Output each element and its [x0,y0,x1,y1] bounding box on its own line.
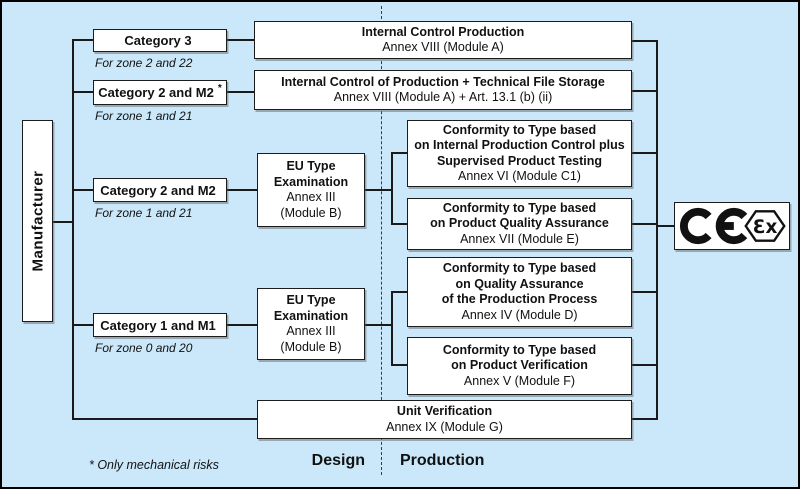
connector-line [227,324,257,326]
connector-line [391,364,407,366]
connector-line [632,364,657,366]
collector-line [656,40,658,420]
manufacturer-box: Manufacturer [22,120,53,322]
branch-line [391,291,393,366]
box-subtitle: Annex IV (Module D) [461,307,578,322]
ce-mark-connector-line [657,225,674,227]
eu-type-examination-box-1: EU Type Examination Annex III (Module B) [257,153,365,227]
zone-note: For zone 1 and 21 [95,109,193,123]
box-subtitle: Annex VII (Module E) [460,231,579,246]
connector-line [73,418,257,420]
ce-ex-marking-box: Ɛx [674,202,790,250]
category-label: Category 2 and M2 [98,85,214,100]
category-2-m2-box: Category 2 and M2 [93,178,227,202]
connector-line [632,223,657,225]
connector-line [391,152,407,154]
box-title: Conformity to Type based on Product Veri… [442,342,597,373]
ce-mark-icon: Ɛx [679,207,786,245]
connector-line [365,324,392,326]
connector-line [365,189,392,191]
branch-line [391,152,393,225]
conformity-module-e-box: Conformity to Type based on Product Qual… [407,198,632,250]
category-label: Category 2 and M2 [100,182,216,198]
connector-line [73,324,93,326]
connector-line [632,291,657,293]
connector-line [632,90,657,92]
connector-line [53,221,73,223]
box-title: Conformity to Type based on Internal Pro… [414,122,625,168]
category-3-box: Category 3 [93,29,227,52]
box-title: Conformity to Type based on Quality Assu… [441,261,598,306]
design-production-divider-line [381,6,382,475]
connector-line [391,291,407,293]
category-label: Category 1 and M1 [100,317,216,333]
category-footnote-marker: * [217,83,222,94]
ex-hexagon-icon: Ɛx [744,210,786,242]
box-title: Conformity to Type based on Product Qual… [430,200,609,231]
category-2-m2-storage-box: Category 2 and M2* [93,80,227,105]
conformity-module-f-box: Conformity to Type based on Product Veri… [407,337,632,395]
box-subtitle: Annex V (Module F) [463,373,576,388]
connector-line [632,418,657,420]
box-title: Internal Control Production [361,24,525,39]
box-subtitle: Annex III (Module B) [280,324,342,354]
internal-control-tech-file-box: Internal Control of Production + Technic… [254,70,632,110]
connector-line [73,39,93,41]
connector-line [73,189,93,191]
connector-line [227,39,255,41]
box-subtitle: Annex III (Module B) [280,190,342,220]
connector-line [632,152,657,154]
connector-line [227,91,255,93]
box-subtitle: Annex VIII (Module A) [382,40,504,54]
category-label: Category 3 [124,33,192,48]
internal-control-production-box: Internal Control Production Annex VIII (… [254,21,632,59]
manufacturer-trunk-line [72,39,74,420]
box-title: EU Type Examination [273,293,349,323]
connector-line [73,91,93,93]
box-title: EU Type Examination [273,159,349,189]
box-subtitle: Annex IX (Module G) [386,419,503,434]
connector-line [391,223,407,225]
connector-line [227,189,257,191]
mechanical-risks-footnote: * Only mechanical risks [89,458,219,472]
design-phase-label: Design [311,452,365,469]
zone-note: For zone 2 and 22 [95,56,193,70]
production-phase-label: Production [400,452,485,469]
box-title: Unit Verification [396,404,493,418]
conformity-module-c1-box: Conformity to Type based on Internal Pro… [407,120,632,187]
zone-note: For zone 1 and 21 [95,206,193,220]
connector-line [632,40,657,42]
conformity-module-d-box: Conformity to Type based on Quality Assu… [407,257,632,327]
svg-text:Ɛx: Ɛx [753,217,778,238]
box-subtitle: Annex VI (Module C1) [458,169,581,183]
box-subtitle: Annex VIII (Module A) + Art. 13.1 (b) (i… [333,90,553,104]
manufacturer-label: Manufacturer [29,170,46,272]
unit-verification-box: Unit Verification Annex IX (Module G) [257,400,632,439]
category-1-m1-box: Category 1 and M1 [93,313,227,337]
box-title: Internal Control of Production + Technic… [281,74,605,89]
eu-type-examination-box-2: EU Type Examination Annex III (Module B) [257,288,365,360]
zone-note: For zone 0 and 20 [95,341,193,355]
